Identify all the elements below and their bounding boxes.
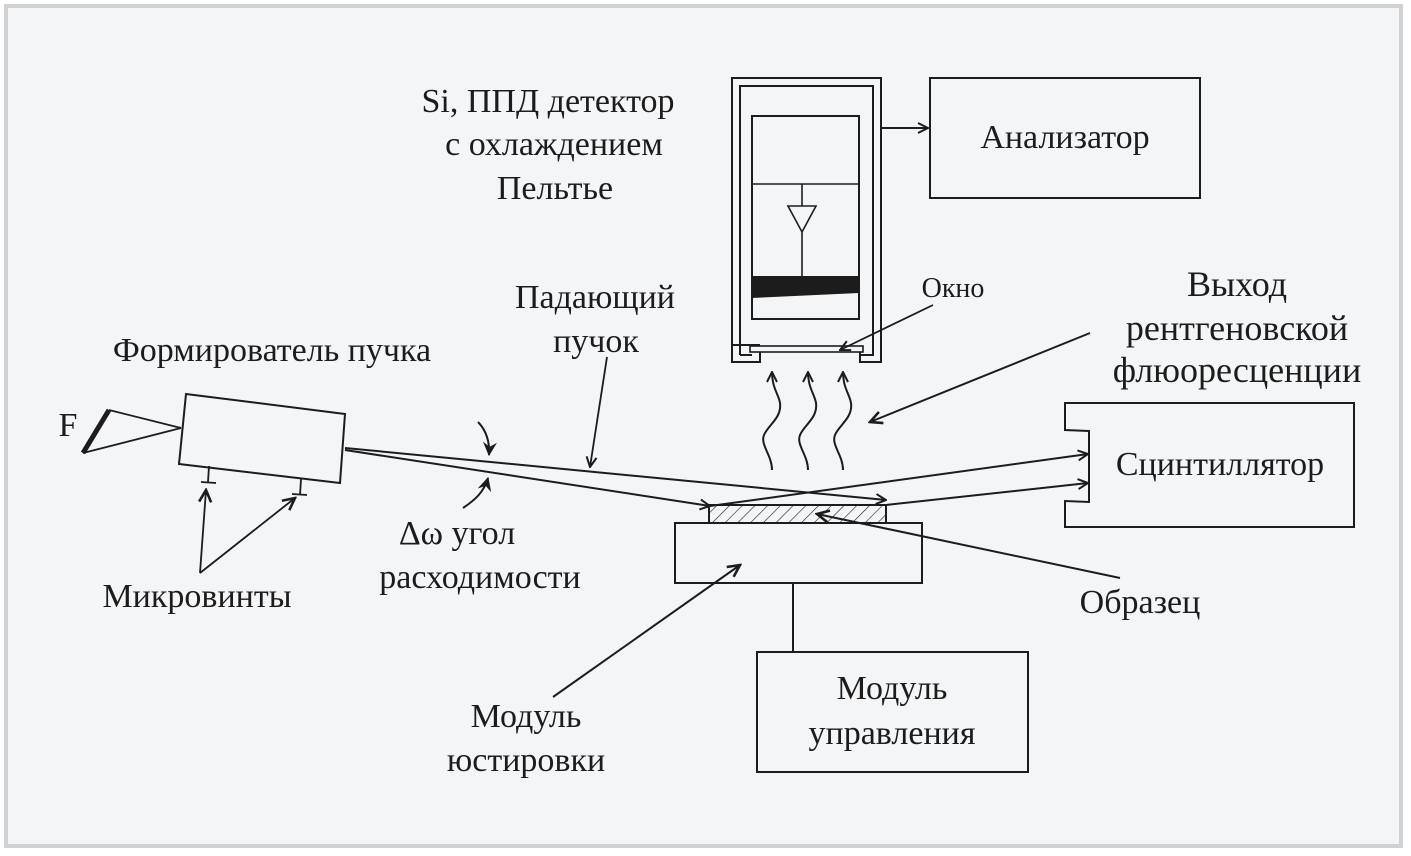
- fluorescence-waves: [762, 372, 853, 471]
- analyzer-label: Анализатор: [980, 119, 1149, 156]
- incident-beam-label: Падающий пучок: [515, 279, 675, 360]
- svg-text:Пельтье: Пельтье: [497, 170, 613, 207]
- window-label: Окно: [922, 273, 985, 304]
- source-focus: [80, 408, 112, 455]
- screw-pointer-arrow-2: [199, 498, 295, 574]
- diagram-frame: [4, 4, 1403, 848]
- svg-text:с охлаждением: с охлаждением: [445, 126, 663, 163]
- window-pointer-arrow: [840, 304, 934, 350]
- beam-former-label: Формирователь пучка: [113, 332, 431, 369]
- svg-text:юстировки: юстировки: [447, 742, 605, 779]
- divergence-arrow-top: [477, 421, 497, 457]
- detector-window: [749, 345, 864, 353]
- sample-pointer-arrow: [817, 514, 1121, 579]
- svg-text:Модуль: Модуль: [837, 670, 948, 707]
- fluorescence-pointer-arrow: [870, 332, 1091, 422]
- fluorescence-output-label: Выход рентгеновской флюоресценции: [1113, 264, 1361, 390]
- svg-text:управления: управления: [809, 715, 976, 752]
- detector-crystal-block: [751, 115, 860, 320]
- scintillator-label: Сцинтиллятор: [1116, 446, 1324, 483]
- svg-text:расходимости: расходимости: [379, 559, 580, 596]
- control-module-box: [756, 651, 1029, 773]
- alignment-pointer-arrow: [552, 565, 740, 698]
- control-module-label: Модуль управления: [809, 670, 976, 752]
- divergence-arrow-bottom: [462, 476, 492, 509]
- svg-text:Δω угол: Δω угол: [399, 515, 515, 552]
- divergence-label: Δω угол расходимости: [379, 515, 580, 596]
- micrometer-screws-label: Микровинты: [102, 578, 291, 615]
- svg-text:Падающий: Падающий: [515, 279, 675, 316]
- alignment-stage: [674, 522, 923, 584]
- alignment-module-label: Модуль юстировки: [447, 698, 605, 779]
- svg-text:Выход: Выход: [1187, 264, 1287, 304]
- sample-label: Образец: [1080, 584, 1201, 621]
- svg-text:Si, ППД детектор: Si, ППД детектор: [422, 83, 675, 120]
- svg-text:флюоресценции: флюоресценции: [1113, 350, 1361, 390]
- svg-text:рентгеновской: рентгеновской: [1126, 308, 1348, 348]
- svg-text:пучок: пучок: [553, 323, 639, 360]
- screw-pointer-arrow-1: [200, 490, 206, 574]
- source-cone: [82, 409, 182, 454]
- svg-text:Модуль: Модуль: [471, 698, 582, 735]
- source-label: F: [59, 407, 78, 444]
- incident-beam-pointer-arrow: [590, 356, 608, 467]
- scintillator-box: [1064, 402, 1355, 528]
- sample: [708, 504, 887, 524]
- incident-beams: [344, 447, 886, 506]
- analyzer-box: [929, 77, 1201, 199]
- preamp-triangle-icon: [786, 205, 818, 234]
- beam-former-box: [177, 392, 347, 485]
- reflected-beams: [709, 454, 1088, 507]
- sensor-layer: [752, 276, 859, 298]
- micrometer-screws: [200, 465, 308, 496]
- detector-label: Si, ППД детектор с охлаждением Пельтье: [422, 83, 675, 207]
- detector-housing: [731, 77, 882, 363]
